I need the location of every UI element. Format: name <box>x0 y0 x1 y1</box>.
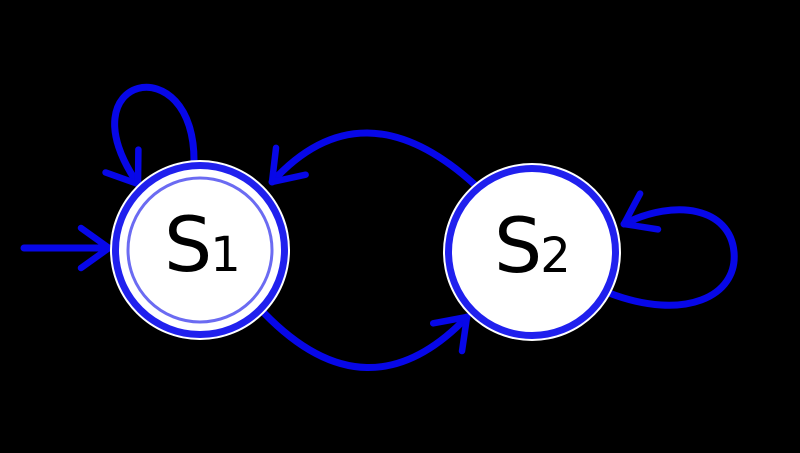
state-s2: S2 <box>443 163 621 341</box>
state-s1-outer-ring <box>112 162 288 338</box>
state-s2-outer-ring <box>445 165 619 339</box>
transitions <box>20 83 738 371</box>
transition-s2-to-s1 <box>268 129 478 188</box>
state-s2-subscript: 2 <box>540 228 571 284</box>
transition-s1-to-s2 <box>260 309 471 371</box>
state-s1: S1 <box>110 160 290 340</box>
state-s1-letter: S <box>164 200 212 289</box>
state-s2-fill <box>443 163 621 341</box>
transition-s2-self-loop <box>605 190 738 309</box>
transition-s1-self-loop <box>102 83 198 188</box>
state-s1-label: S1 <box>164 200 241 289</box>
state-s2-letter: S <box>494 201 542 290</box>
state-s2-label: S2 <box>494 201 571 290</box>
state-s1-fill <box>110 160 290 340</box>
state-s1-subscript: 1 <box>210 227 241 283</box>
state-s1-inner-ring <box>126 176 274 324</box>
